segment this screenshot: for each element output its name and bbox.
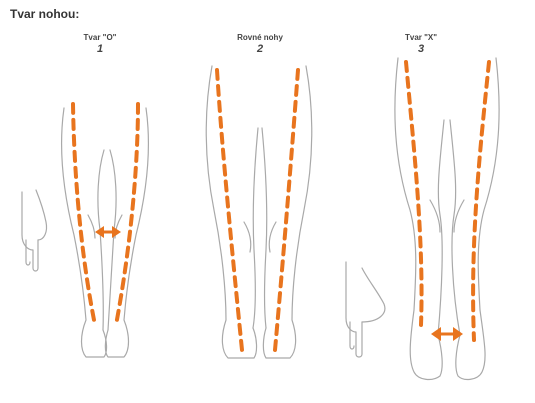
gap-arrow-ankles: [431, 327, 463, 341]
axis-line-1-left: [71, 102, 97, 327]
figure-caption-x-shape: Tvar "X": [404, 33, 438, 42]
axis-line-3-left: [404, 60, 424, 327]
leg-axis-lines: [71, 60, 491, 352]
gap-arrows: [95, 226, 463, 341]
axis-line-2-left: [215, 68, 244, 352]
straight-legs: [205, 65, 313, 359]
figure-caption-straight: Rovné nohy: [237, 33, 283, 42]
axis-line-3-right: [471, 60, 491, 342]
figure-caption-o-shape: Tvar "O": [83, 33, 117, 42]
axis-line-1-right: [114, 102, 140, 327]
figure-number-2: 2: [256, 43, 264, 55]
hand-illustration-2: [345, 261, 386, 358]
page-title: Tvar nohou:: [10, 7, 80, 21]
figure-number-1: 1: [96, 43, 104, 55]
gap-arrow-knees: [95, 226, 121, 238]
figure-number-3: 3: [417, 43, 425, 55]
axis-line-2-right: [273, 68, 300, 352]
x-shape-legs: [394, 57, 500, 381]
hand-illustration-1: [21, 189, 48, 272]
